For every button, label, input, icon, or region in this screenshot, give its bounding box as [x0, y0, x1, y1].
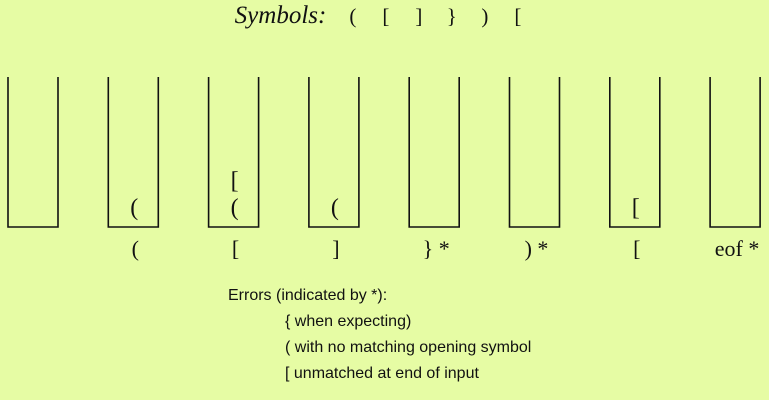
stack-3-item-1: (	[230, 195, 239, 221]
error-line-2: ( with no matching opening symbol	[285, 339, 532, 356]
stack-2-input-label: (	[131, 236, 139, 261]
stack-5	[408, 77, 460, 228]
error-line-1: { when expecting)	[285, 313, 412, 330]
stack-7-input-label: [	[633, 236, 641, 261]
symbol-3: ]	[415, 4, 423, 28]
stack-6-input-label: ) *	[524, 236, 549, 261]
errors-legend: Errors (indicated by *): { when expectin…	[228, 285, 531, 389]
stack-7	[609, 77, 661, 228]
errors-heading: Errors (indicated by *):	[228, 287, 388, 304]
symbol-1: (	[349, 4, 357, 28]
stack-4-input-label: ]	[332, 236, 340, 261]
stack-2-item-1: (	[130, 195, 139, 221]
stack-4	[308, 77, 360, 228]
symbols-label: Symbols:	[234, 2, 327, 29]
stack-8	[709, 77, 761, 228]
symbol-4: }	[446, 4, 457, 28]
stack-2	[107, 77, 160, 228]
error-line-3: [ unmatched at end of input	[285, 365, 479, 382]
symbol-2: [	[382, 4, 390, 28]
stack-4-item-1: (	[330, 195, 339, 221]
symbols-title: Symbols: ( []}) [	[0, 2, 769, 30]
symbol-6: [	[514, 4, 522, 28]
stack-3	[207, 77, 260, 228]
stack-5-input-label: } *	[422, 236, 450, 261]
stack-3-item-2: [	[230, 168, 239, 194]
stack-6	[508, 77, 561, 228]
symbol-5: )	[481, 4, 489, 28]
stack-8-input-label: eof *	[714, 236, 760, 261]
stack-1	[7, 77, 59, 228]
stack-3-input-label: [	[231, 236, 240, 261]
stack-7-item-1: [	[631, 195, 640, 221]
